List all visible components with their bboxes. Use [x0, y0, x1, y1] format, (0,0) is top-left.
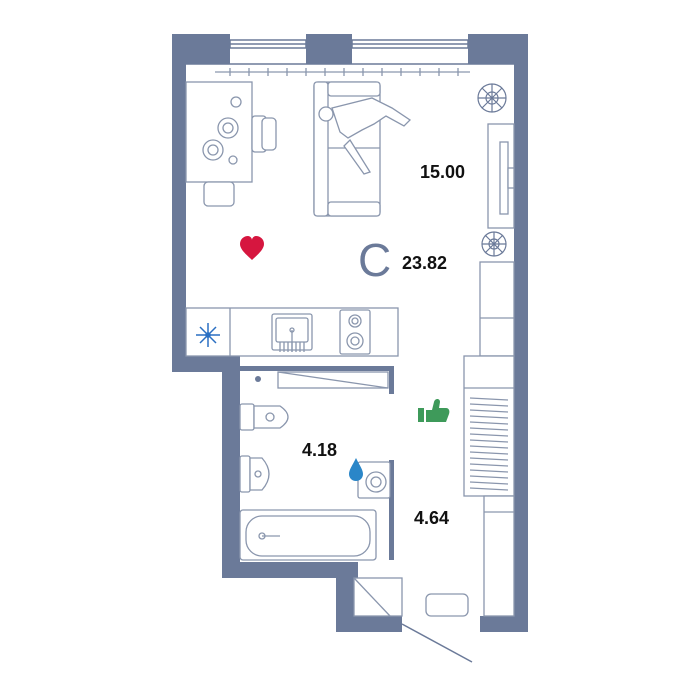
plant-top [477, 83, 507, 113]
total-area: 23.82 [402, 253, 447, 273]
sofa [313, 81, 412, 217]
walls [172, 34, 528, 632]
room-area-living: 15.00 [420, 162, 465, 182]
windows [186, 39, 514, 65]
wardrobe [463, 261, 515, 617]
room-area-hallway: 4.64 [414, 508, 449, 528]
tv-unit [487, 123, 515, 229]
room-type-letter: С [358, 234, 391, 286]
dining-table [185, 81, 277, 207]
snowflake-icon [196, 323, 220, 347]
plant-bottom [481, 231, 507, 257]
water-drop-icon [349, 458, 363, 481]
thumbs-up-icon [418, 399, 450, 422]
room-area-bathroom: 4.18 [302, 440, 337, 460]
kitchen [185, 307, 399, 357]
bathroom [239, 371, 391, 561]
doors [353, 577, 473, 663]
curtain-rail [215, 68, 470, 76]
heart-icon [240, 236, 264, 260]
